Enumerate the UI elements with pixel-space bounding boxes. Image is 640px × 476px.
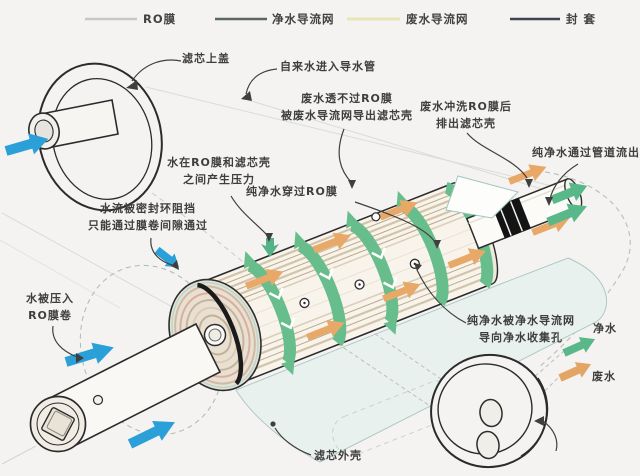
label-seal-block: 水流被密封环阻挡 只能通过膜卷间隙通过 bbox=[85, 200, 211, 234]
label-waste-flush-line2: 排出滤芯壳 bbox=[436, 117, 496, 130]
label-waste-water: 废水 bbox=[592, 370, 616, 383]
label-tap-water-in: 自来水进入导水管 bbox=[280, 60, 376, 73]
label-pure-through: 纯净水穿过RO膜 bbox=[246, 185, 338, 198]
label-pure-water-out: 纯净水通过管道流出 bbox=[532, 146, 640, 159]
label-shell: 滤芯外壳 bbox=[314, 449, 362, 462]
outlet-hole bbox=[476, 430, 500, 460]
outlet-hole bbox=[479, 398, 503, 428]
label-pressed-in-line2: RO膜卷 bbox=[28, 309, 72, 322]
seal-ring bbox=[197, 282, 244, 386]
label-collect-line2: 导向净水收集孔 bbox=[479, 331, 563, 344]
label-pressure: 水在RO膜和滤芯壳 之间产生压力 bbox=[148, 154, 290, 188]
top-cover-disc bbox=[4, 62, 163, 212]
label-seal-block-line2: 只能通过膜卷间隙通过 bbox=[88, 219, 208, 232]
label-waste-blocked-line2: 被废水导流网导出滤芯壳 bbox=[281, 109, 413, 122]
label-collect-line1: 纯净水被净水导流网 bbox=[467, 314, 575, 327]
inlet-arrow bbox=[4, 133, 49, 156]
label-pressure-line2: 之间产生压力 bbox=[183, 173, 255, 186]
label-seal-block-line1: 水流被密封环阻挡 bbox=[100, 202, 196, 215]
pipe-side-hole bbox=[92, 394, 104, 406]
label-waste-flush: 废水冲洗RO膜后 排出滤芯壳 bbox=[406, 98, 526, 132]
label-top-cover: 滤芯上盖 bbox=[182, 52, 230, 65]
label-pressed-in-line1: 水被压入 bbox=[26, 292, 74, 305]
label-waste-blocked-line1: 废水透不过RO膜 bbox=[301, 92, 393, 105]
label-collect: 纯净水被净水导流网 导向净水收集孔 bbox=[458, 312, 584, 346]
legend-item-envelope: 封 套 bbox=[566, 12, 597, 26]
membrane-sheet-flag bbox=[445, 175, 519, 219]
center-pipe-inlet bbox=[29, 322, 222, 453]
legend-item-ro-membrane: RO膜 bbox=[143, 12, 177, 26]
label-waste-flush-line1: 废水冲洗RO膜后 bbox=[420, 100, 512, 113]
label-pressure-line1: 水在RO膜和滤芯壳 bbox=[167, 156, 271, 169]
waste-flow-arrows bbox=[244, 164, 570, 341]
outlet-arrows bbox=[558, 337, 596, 382]
legend-item-waste-net: 废水导流网 bbox=[406, 12, 469, 26]
label-waste-blocked: 废水透不过RO膜 被废水导流网导出滤芯壳 bbox=[266, 90, 428, 124]
bottom-cap-disc bbox=[430, 353, 558, 469]
legend-item-clean-net: 净水导流网 bbox=[272, 12, 335, 26]
leader-arrowheads bbox=[76, 80, 553, 427]
pressure-point-arrow bbox=[261, 238, 279, 257]
label-clean-water: 净水 bbox=[593, 322, 617, 335]
exit-arrows bbox=[546, 182, 588, 227]
label-pressed-in: 水被压入 RO膜卷 bbox=[16, 290, 84, 324]
